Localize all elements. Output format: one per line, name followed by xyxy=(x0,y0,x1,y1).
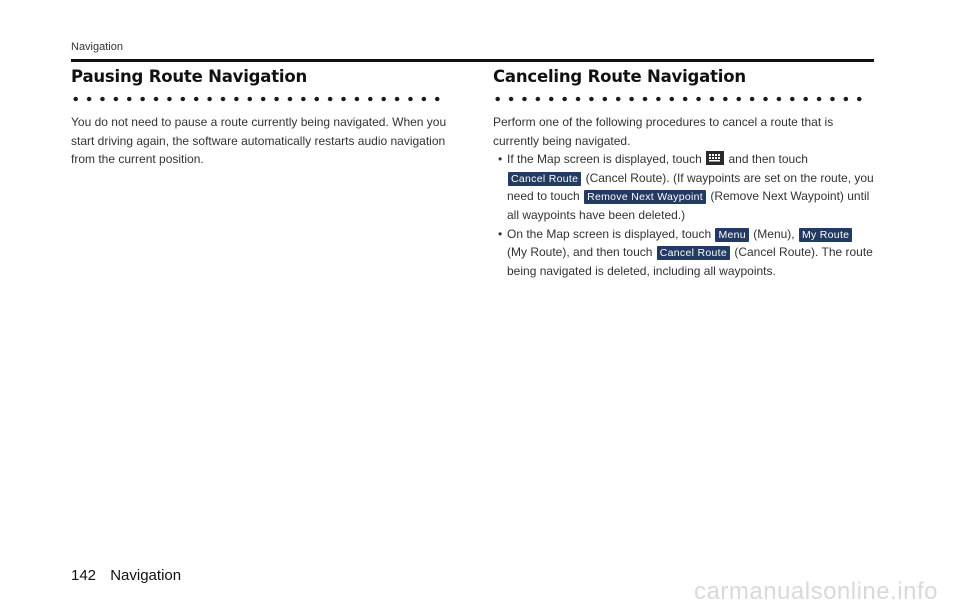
list-item: • On the Map screen is displayed, touch … xyxy=(493,225,874,281)
bullet: • xyxy=(498,226,503,241)
item-text: (Cancel Route). (If waypoints are set on… xyxy=(507,170,874,204)
dotted-divider xyxy=(71,95,446,103)
canceling-intro: Perform one of the following procedures … xyxy=(493,115,834,148)
menu-grid-icon[interactable] xyxy=(706,151,725,166)
cancel-route-button[interactable]: Cancel Route xyxy=(508,171,582,186)
item-text: If the Map screen is displayed, touch xyxy=(507,152,702,167)
bullet: • xyxy=(498,152,503,167)
list-item: • If the Map screen is displayed, touch … xyxy=(493,150,874,224)
right-column: Canceling Route Navigation Perform one o… xyxy=(493,66,874,280)
canceling-body: Perform one of the following procedures … xyxy=(493,113,874,280)
pausing-paragraph: You do not need to pause a route current… xyxy=(71,115,447,167)
my-route-button[interactable]: My Route xyxy=(798,227,853,242)
left-column: Pausing Route Navigation You do not need… xyxy=(71,66,451,169)
procedure-list: • If the Map screen is displayed, touch … xyxy=(493,150,874,280)
dotted-divider xyxy=(493,95,868,103)
watermark: carmanualsonline.info xyxy=(694,578,938,605)
menu-button[interactable]: Menu xyxy=(715,227,749,242)
header-rule xyxy=(71,59,874,62)
cancel-route-button[interactable]: Cancel Route xyxy=(656,246,730,261)
item-text: (Cancel Route). The route being navigate… xyxy=(507,245,873,278)
section-title-pausing: Pausing Route Navigation xyxy=(71,67,308,86)
item-text: (Remove Next Waypoint) until all waypoin… xyxy=(507,189,870,222)
page-footer: 142 Navigation xyxy=(71,567,181,584)
item-text: (My Route), and then touch xyxy=(507,245,653,260)
pausing-body: You do not need to pause a route current… xyxy=(71,113,451,169)
item-text: (Menu), xyxy=(753,226,795,241)
running-header: Navigation xyxy=(71,41,123,53)
footer-section: Navigation xyxy=(110,567,182,584)
page-number: 142 xyxy=(71,567,97,584)
remove-next-waypoint-button[interactable]: Remove Next Waypoint xyxy=(584,190,706,205)
section-title-canceling: Canceling Route Navigation xyxy=(493,67,746,86)
item-text: and then touch xyxy=(728,152,808,167)
item-text: On the Map screen is displayed, touch xyxy=(507,226,712,241)
